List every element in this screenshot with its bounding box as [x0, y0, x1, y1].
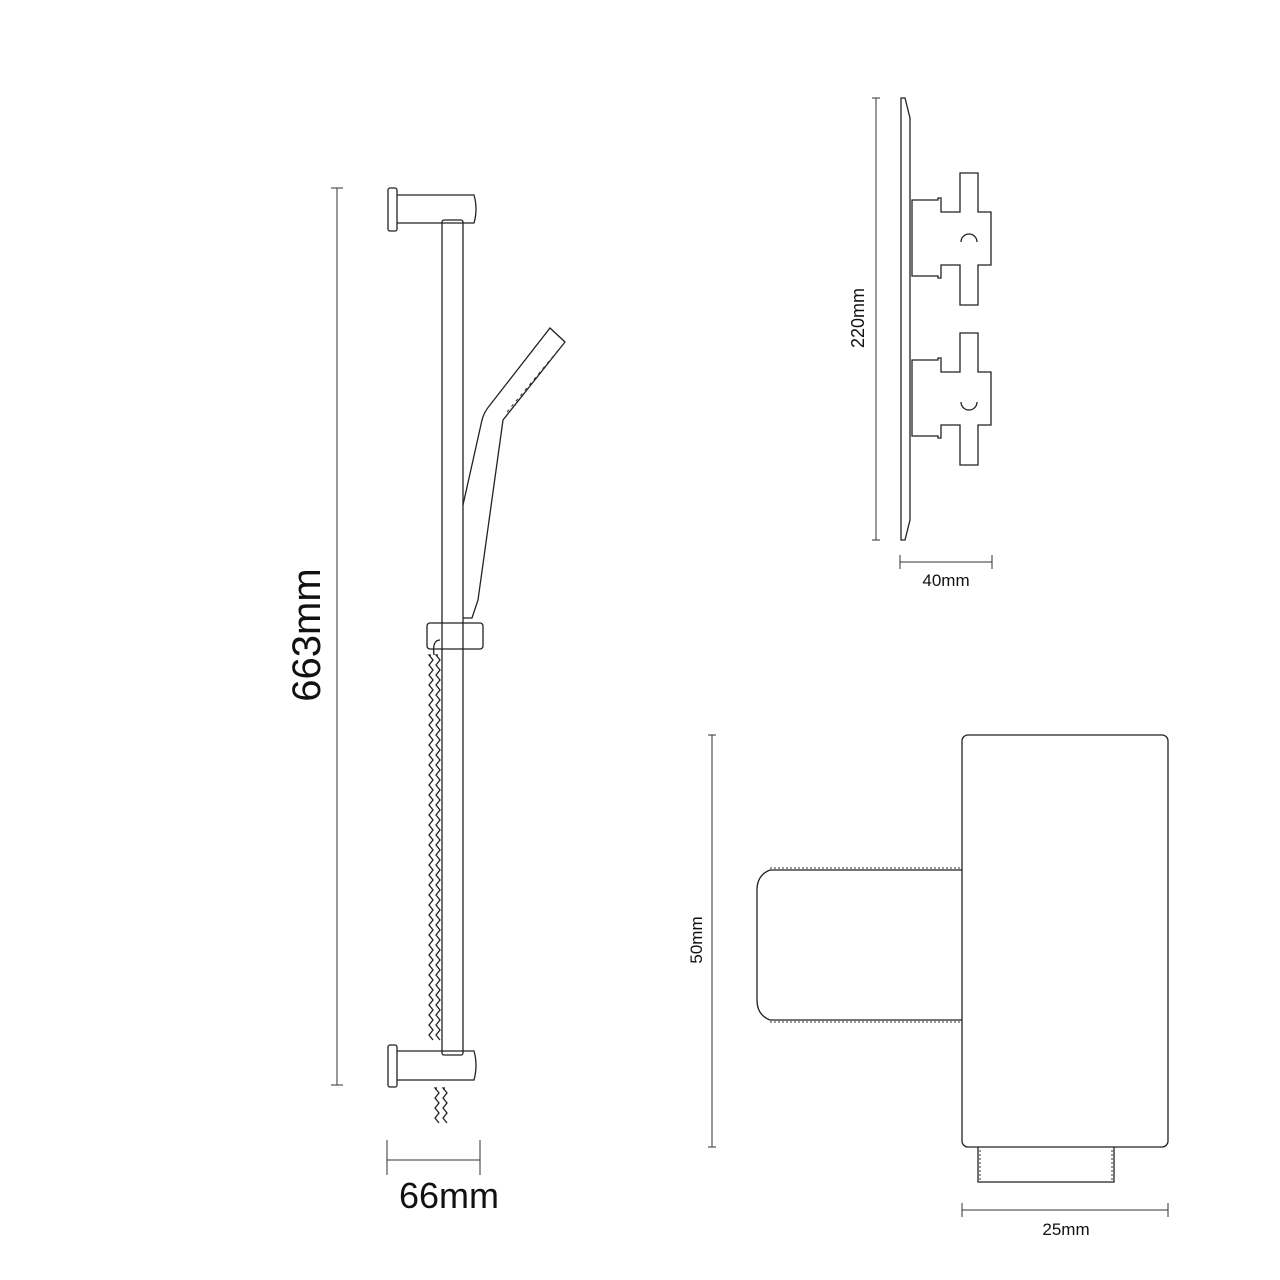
threaded-inlet — [756, 869, 962, 1021]
hose-coil — [427, 639, 448, 1124]
valve-height-label: 220mm — [848, 288, 868, 348]
valve-handle-bottom — [911, 332, 992, 466]
valve-depth-label: 40mm — [922, 571, 969, 590]
valve-handle-top — [911, 172, 992, 306]
slide-rail — [441, 219, 464, 1056]
slider-clamp — [426, 622, 484, 650]
outlet-fitting — [756, 734, 1169, 1183]
riser-width-dimension: 66mm — [386, 1140, 499, 1216]
bottom-bracket-arm — [397, 1050, 477, 1081]
valve-depth-dimension: 40mm — [899, 555, 993, 590]
outlet-width-dimension: 25mm — [961, 1203, 1169, 1239]
outlet-height-label: 50mm — [687, 916, 706, 963]
bottom-wall-flange — [387, 1044, 398, 1088]
valve-body — [900, 97, 992, 541]
hand-shower — [426, 327, 566, 650]
riser-height-label: 663mm — [285, 568, 329, 701]
outlet-body — [961, 734, 1169, 1148]
valve-height-dimension: 220mm — [848, 97, 880, 541]
top-bracket-arm — [397, 194, 477, 224]
shower-hose — [427, 639, 448, 1124]
riser-height-dimension: 663mm — [285, 187, 343, 1086]
riser-width-label: 66mm — [399, 1175, 499, 1216]
riser-rail — [387, 187, 477, 1088]
outlet-width-label: 25mm — [1042, 1220, 1089, 1239]
threaded-outlet — [977, 1147, 1115, 1183]
top-wall-flange — [387, 187, 398, 232]
outlet-height-dimension: 50mm — [687, 734, 716, 1148]
valve-plate — [900, 97, 911, 541]
